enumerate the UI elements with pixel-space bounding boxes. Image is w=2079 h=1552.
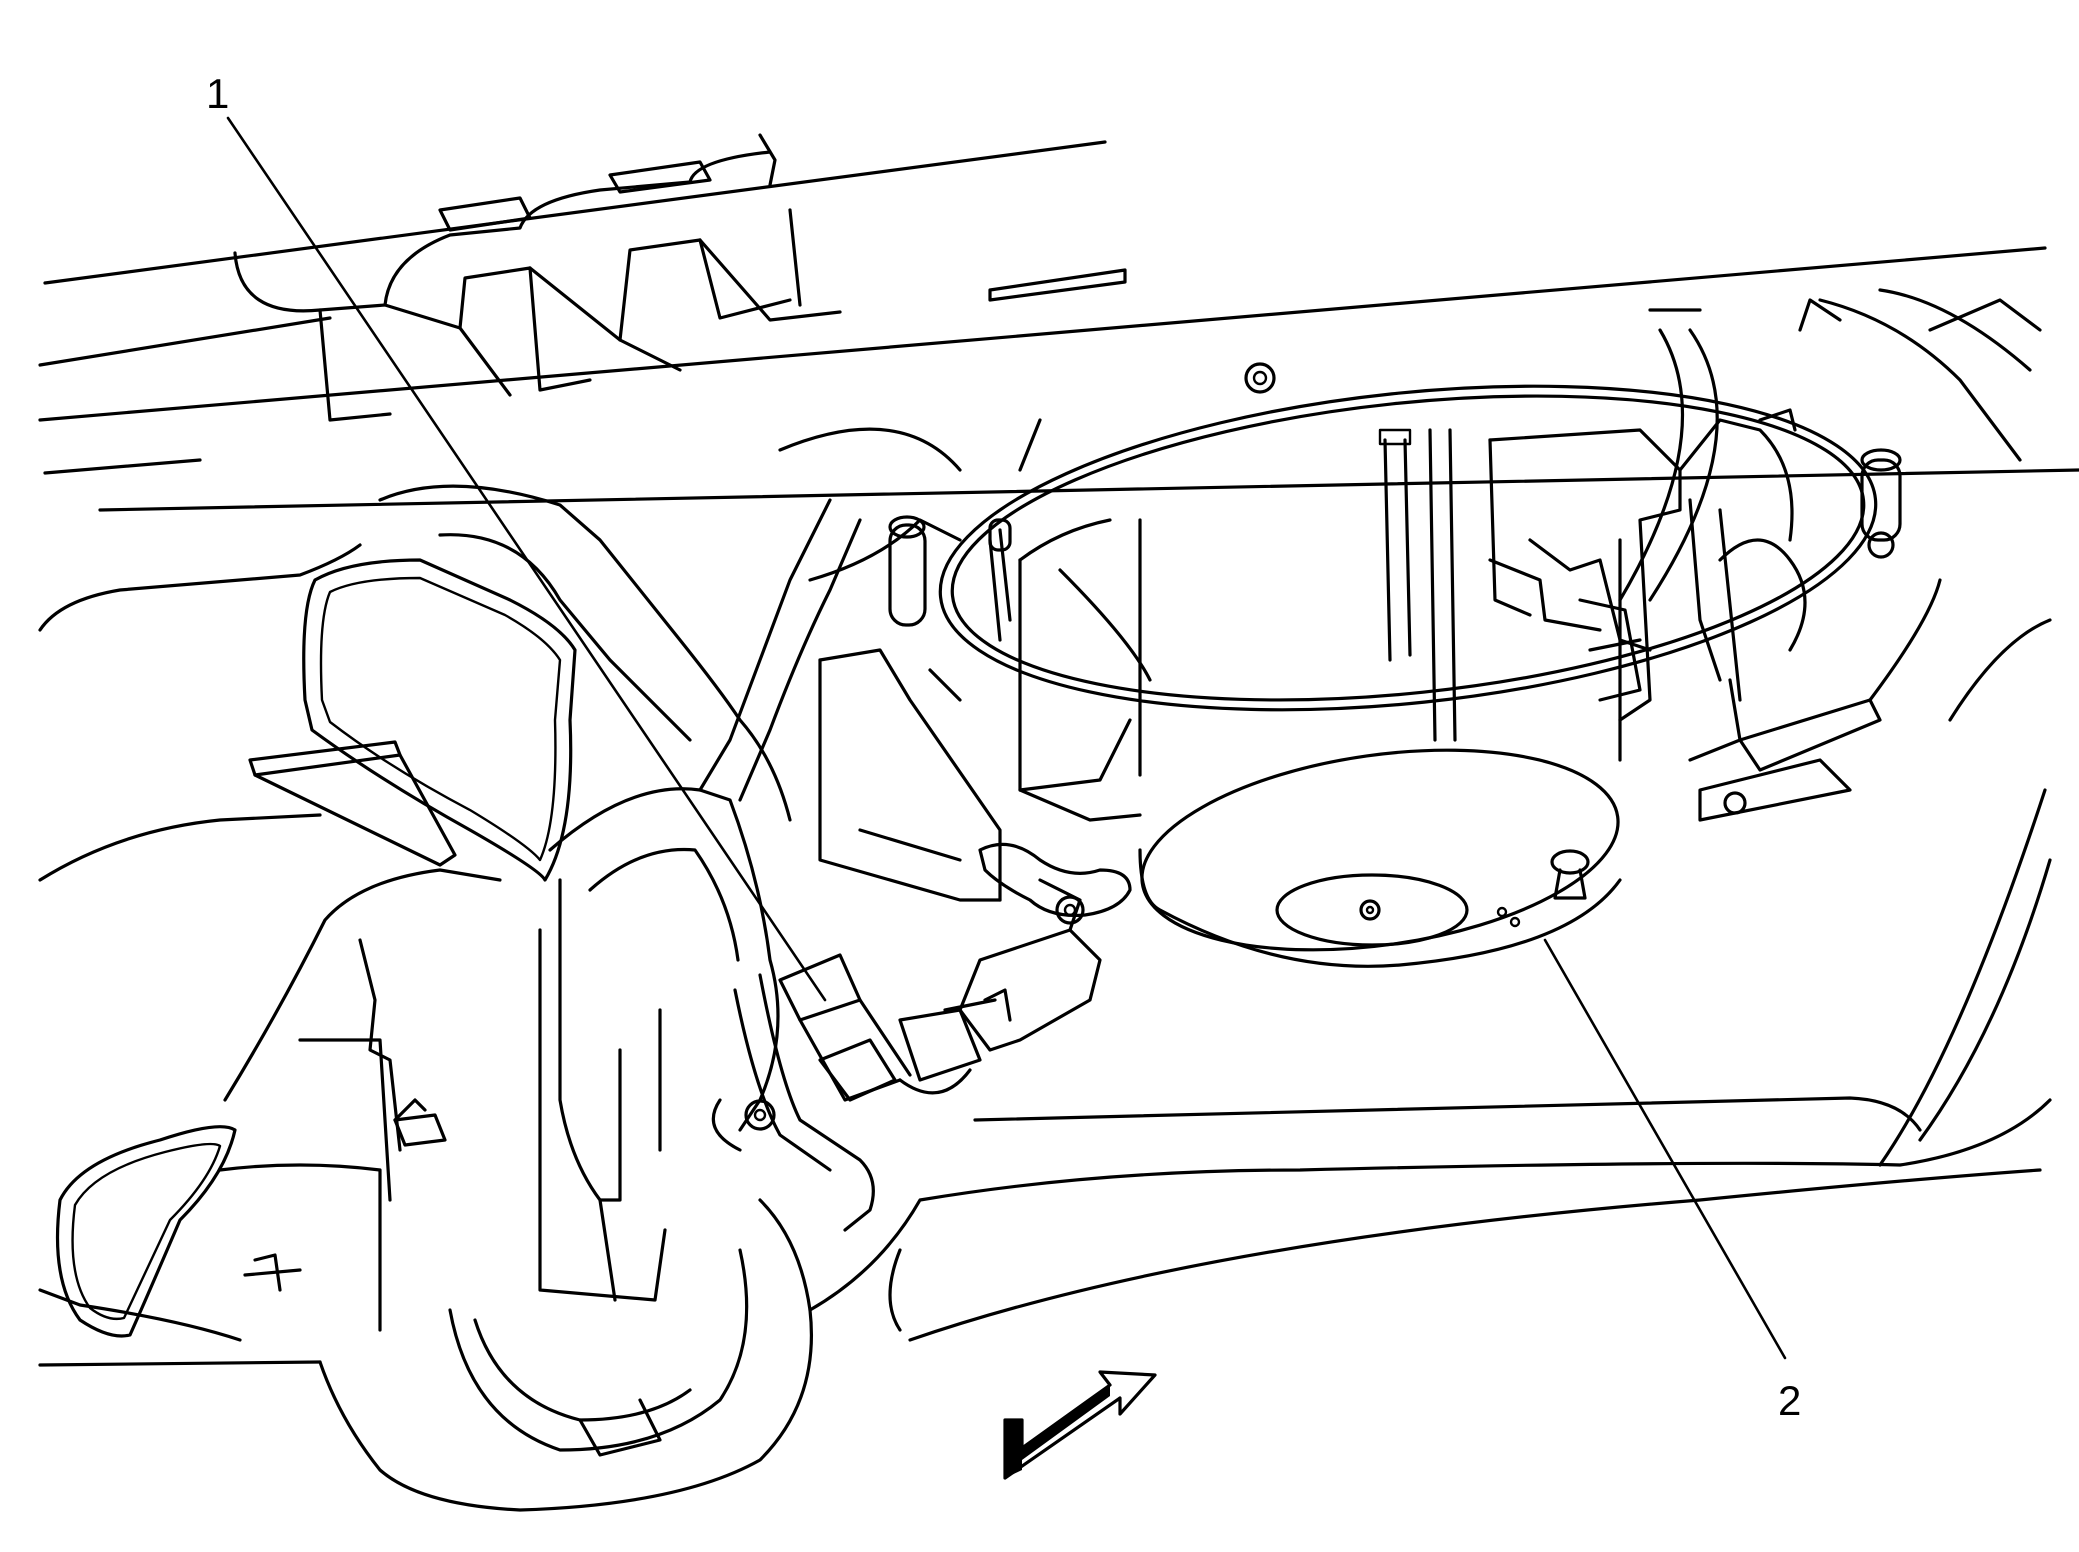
callout-label-2: 2	[1778, 1377, 1802, 1424]
blower-motor-harness	[548, 498, 1132, 1232]
blower-scroll-housing	[318, 1096, 2052, 1512]
center-housing	[778, 418, 1042, 902]
callout-2-leader	[1543, 938, 1787, 1360]
callout-1-leader	[226, 116, 827, 1002]
view-direction-arrow-icon	[1003, 1370, 1157, 1480]
hvac-duct-left	[38, 484, 792, 1367]
upper-dash-panel	[38, 133, 2079, 512]
blower-motor	[938, 288, 2052, 1167]
callout-label-1: 1	[206, 70, 230, 117]
